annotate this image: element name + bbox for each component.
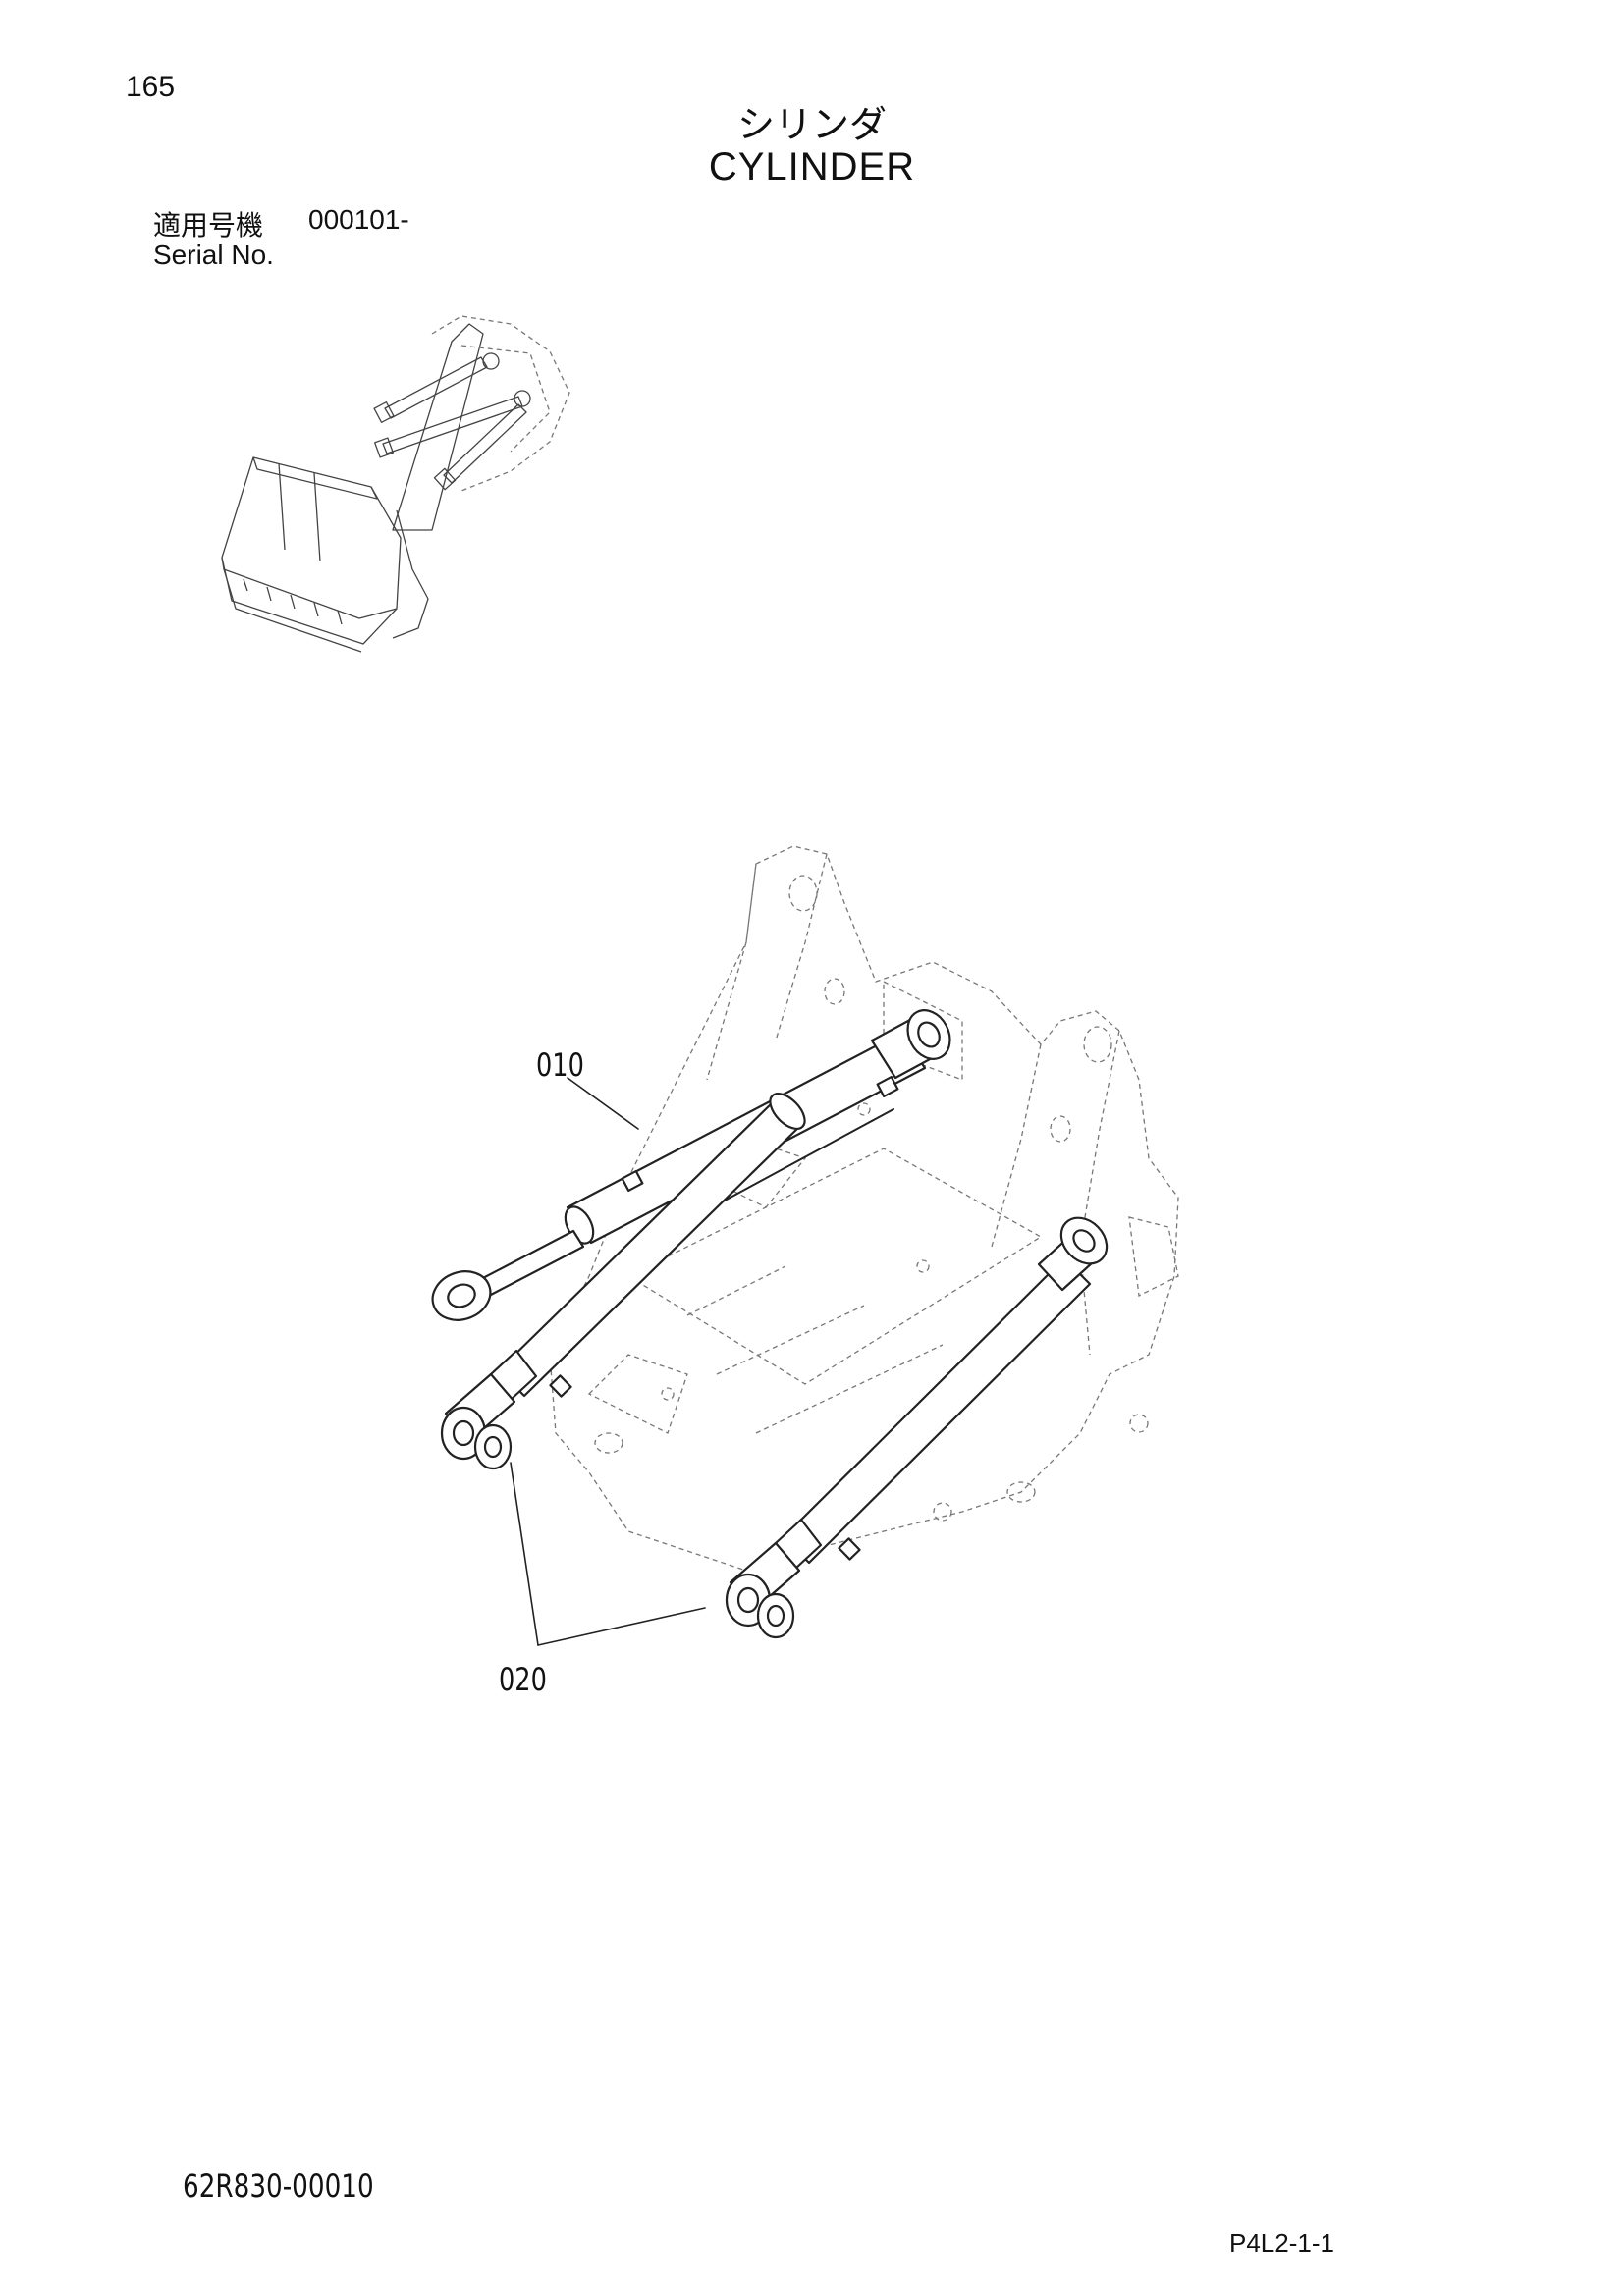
title-english: CYLINDER (708, 145, 916, 188)
title-japanese: シリンダ (736, 103, 887, 146)
loader-bucket (221, 456, 402, 653)
serial-label-japanese: 適用号機 (153, 209, 264, 241)
loader-arms (392, 315, 570, 639)
drawing-number: 62R830-00010 (183, 2167, 374, 2205)
page-number: 165 (126, 71, 176, 103)
loader-cylinders-mini (373, 352, 531, 491)
callout-020: 020 (499, 1661, 547, 1698)
serial-number-value: 000101- (308, 204, 409, 235)
serial-label-english: Serial No. (153, 240, 274, 270)
leader-lines (510, 1077, 706, 1646)
page-code: P4L2-1-1 (1229, 2228, 1334, 2258)
cylinder-020-left (440, 1093, 806, 1470)
callout-010: 010 (536, 1046, 584, 1084)
cylinder-020-right (725, 1216, 1109, 1639)
